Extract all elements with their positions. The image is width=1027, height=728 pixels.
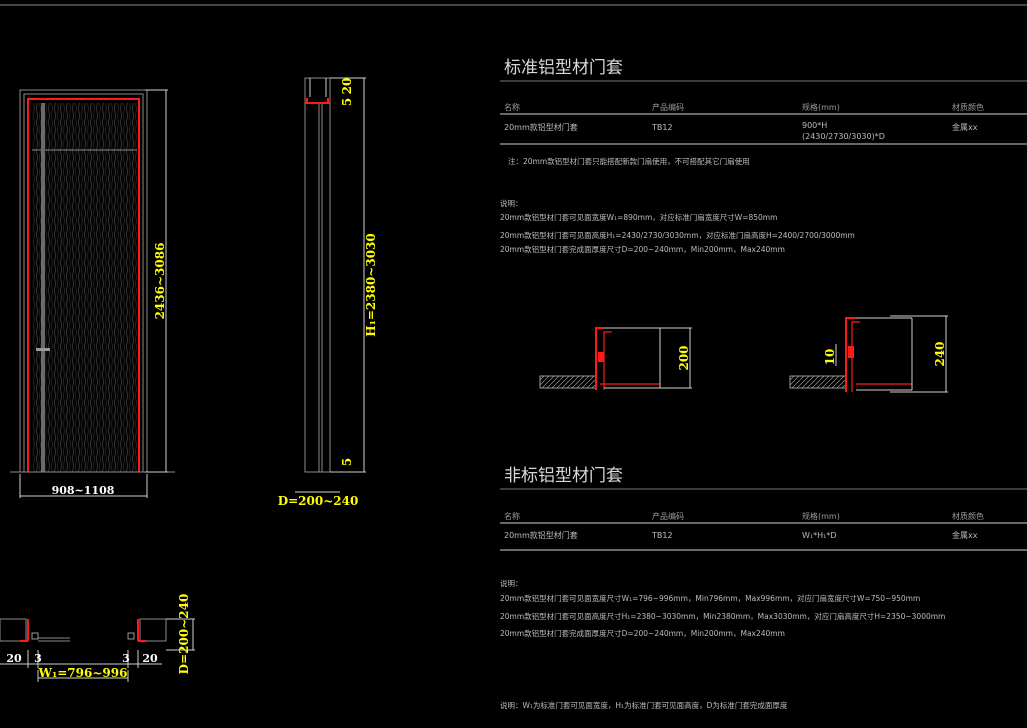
nonstandard-cell-code: TB12 <box>651 531 673 540</box>
detail-b-wall <box>789 375 847 389</box>
door-width-dim: 908~1108 <box>52 484 115 497</box>
standard-desc-label: 说明： <box>500 198 523 208</box>
standard-desc-1: 20mm款铝型材门套可见面宽度W₁=890mm，对应标准门扇宽度尺寸W=850m… <box>500 212 777 222</box>
detail-a-dim: 200 <box>677 345 691 370</box>
door-plan-section: D=200~240 20 3 3 20 W₁=796~996 <box>0 594 195 682</box>
plan-left-wall <box>0 618 27 642</box>
standard-cell-material: 金属xx <box>952 122 978 132</box>
detail-b-frame-red <box>845 317 856 392</box>
side-height-dim: H₁=2380~3030 <box>364 233 378 337</box>
side-depth-dim: D=200~240 <box>278 494 359 508</box>
plan-left-20-dim: 20 <box>6 652 22 665</box>
door-handle <box>36 348 50 351</box>
footer-note: 说明：W₁为标准门套可见面宽度，H₁为标准门套可见面高度，D为标准门套完成面厚度 <box>500 700 788 710</box>
side-bottom-5-dim: 5 <box>340 458 354 466</box>
detail-b-profile <box>848 346 854 358</box>
nonstandard-desc-2: 20mm款铝型材门套可见面高度尺寸H₁=2380~3030mm，Min2380m… <box>500 611 945 621</box>
door-side-section: 20 5 H₁=2380~3030 5 D=200~240 <box>278 77 378 508</box>
nonstandard-header-code: 产品编码 <box>652 511 684 521</box>
door-strip <box>41 103 45 472</box>
nonstandard-cell-spec: W₁*H₁*D <box>802 531 837 540</box>
side-frame-red-top <box>306 98 329 104</box>
detail-b: 10 240 <box>789 315 948 393</box>
standard-desc-3: 20mm款铝型材门套完成面厚度尺寸D=200~240mm，Min200mm，Ma… <box>500 244 785 254</box>
plan-width-dim: W₁=796~996 <box>38 666 128 680</box>
standard-title: 标准铝型材门套 <box>504 58 623 78</box>
standard-cell-spec: 900*H <box>802 121 827 130</box>
standard-header-code: 产品编码 <box>652 102 684 112</box>
door-frame-red <box>27 98 140 472</box>
nonstandard-title: 非标铝型材门套 <box>504 466 623 486</box>
nonstandard-desc-3: 20mm款铝型材门套完成面厚度尺寸D=200~240mm，Min200mm，Ma… <box>500 628 785 638</box>
standard-cell-code: TB12 <box>651 123 673 132</box>
door-height-dim: 2436~3086 <box>153 243 167 320</box>
standard-desc-2: 20mm款铝型材门套可见面高度H₁=2430/2730/3030mm，对应标准门… <box>500 230 855 240</box>
detail-a-wall <box>539 375 597 389</box>
standard-cell-name: 20mm款铝型材门套 <box>504 122 578 132</box>
nonstandard-desc-label: 说明： <box>500 578 523 588</box>
detail-a-profile <box>598 352 604 362</box>
nonstandard-header-material: 材质颜色 <box>952 511 984 521</box>
nonstandard-header-spec: 规格(mm) <box>802 511 840 521</box>
detail-b-dim: 240 <box>933 341 947 366</box>
detail-b-10-dim: 10 <box>823 349 837 366</box>
nonstandard-desc-1: 20mm款铝型材门套可见面宽度尺寸W₁=796~996mm，Min796mm，M… <box>500 593 920 603</box>
detail-a-frame-red <box>595 327 604 390</box>
standard-cell-spec-2: (2430/2730/3030)*D <box>802 132 885 141</box>
side-top-20-dim: 20 <box>340 78 354 95</box>
side-frame <box>304 77 331 473</box>
plan-right-20-dim: 20 <box>142 652 158 665</box>
door-leaf <box>32 103 137 472</box>
nonstandard-cell-name: 20mm款铝型材门套 <box>504 530 578 540</box>
nonstandard-header-name: 名称 <box>504 511 520 521</box>
detail-a: 200 <box>539 327 692 390</box>
standard-note: 注：20mm款铝型材门套只能搭配新款门扇使用，不可搭配其它门扇使用 <box>508 156 750 166</box>
plan-left-3-dim: 3 <box>34 652 42 665</box>
door-front-elevation: 2436~3086 908~1108 <box>10 89 175 498</box>
plan-right-3-dim: 3 <box>122 652 130 665</box>
nonstandard-section: 非标铝型材门套 名称 产品编码 规格(mm) 材质颜色 20mm款铝型材门套 T… <box>500 466 1027 638</box>
side-top-5-dim: 5 <box>340 98 354 106</box>
plan-right-wall <box>139 618 167 642</box>
standard-header-name: 名称 <box>504 102 520 112</box>
standard-header-material: 材质颜色 <box>952 102 984 112</box>
plan-depth-dim: D=200~240 <box>177 594 191 675</box>
standard-header-spec: 规格(mm) <box>802 102 840 112</box>
standard-section: 标准铝型材门套 名称 产品编码 规格(mm) 材质颜色 20mm款铝型材门套 T… <box>500 58 1027 254</box>
nonstandard-cell-material: 金属xx <box>952 530 978 540</box>
